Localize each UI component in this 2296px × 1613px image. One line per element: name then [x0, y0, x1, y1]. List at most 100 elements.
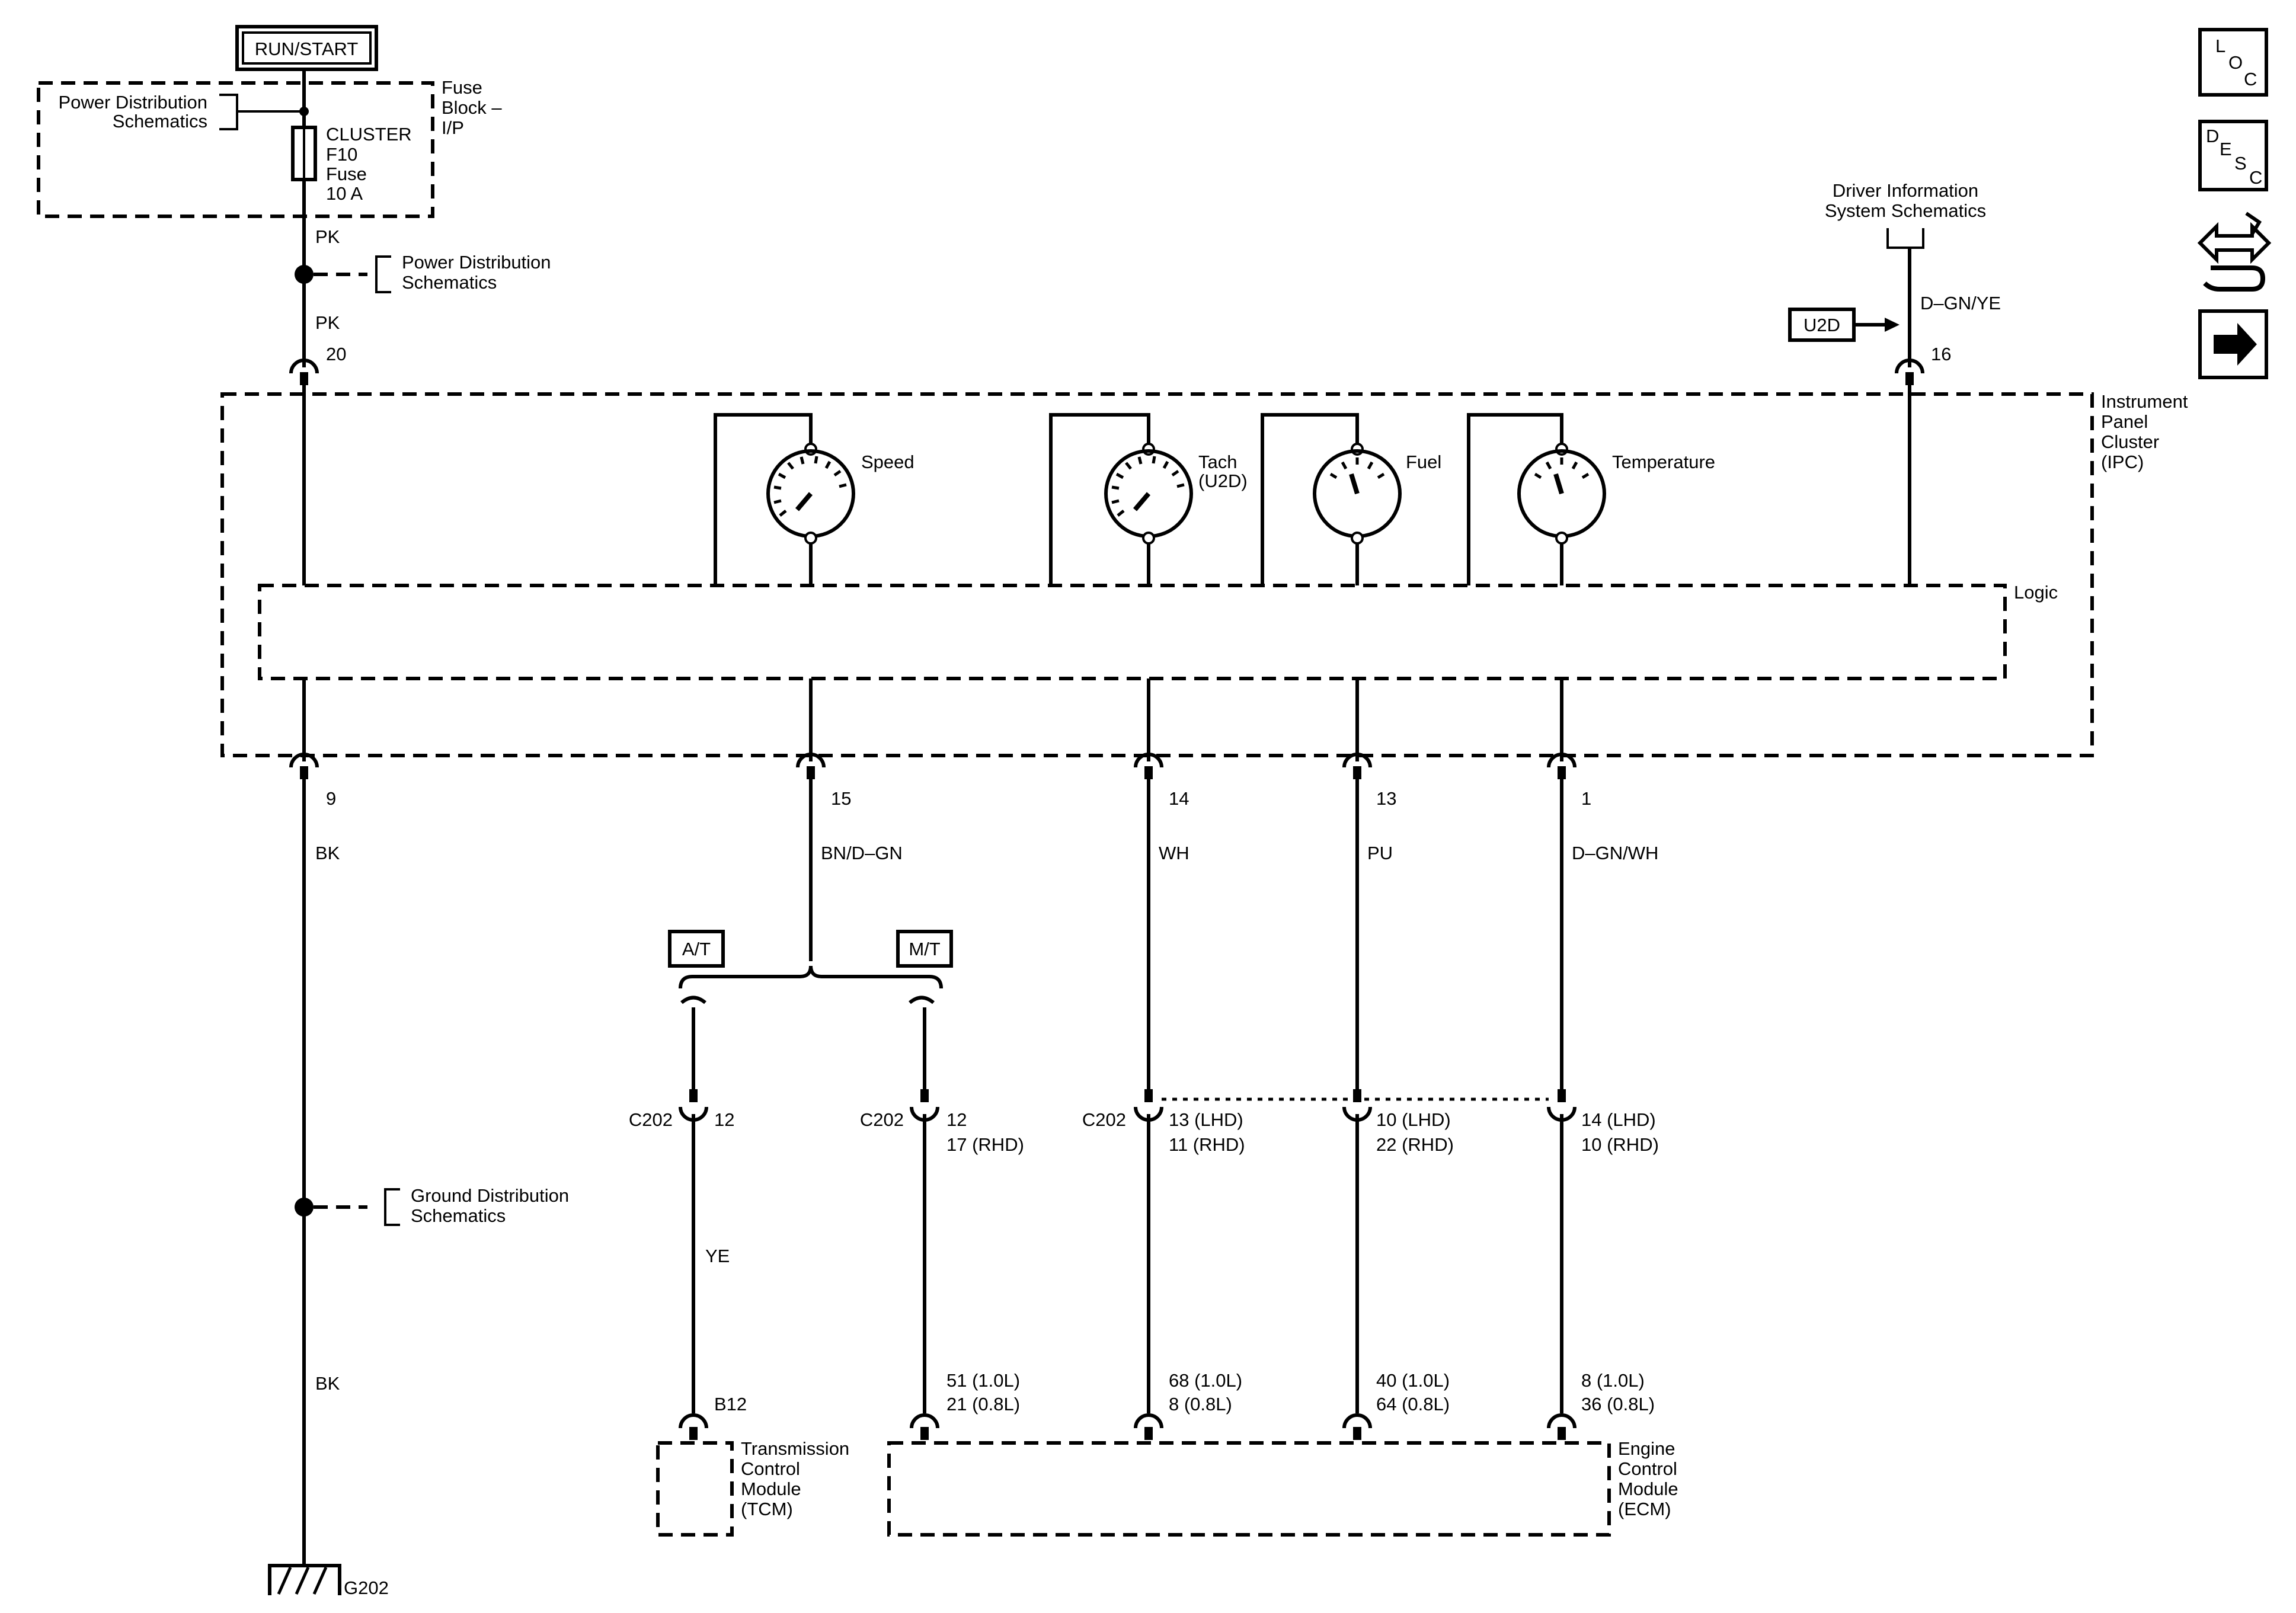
driver-info-ref-line1: Driver Information [1833, 180, 1978, 201]
connector-pin-15-icon [796, 753, 826, 768]
ecm-mt-pin-line1: 51 (1.0L) [946, 1370, 1020, 1391]
c202-tach-pin-line2: 11 (RHD) [1169, 1134, 1245, 1155]
c202-mt-label: C202 [860, 1109, 904, 1130]
logic-label: Logic [2014, 582, 2058, 603]
pin-1-label: 1 [1581, 788, 1591, 809]
tcm-label-line2: Control [741, 1458, 800, 1479]
c202-at-pin: 12 [714, 1109, 734, 1130]
fuel-circuit: 13 PU 10 (LHD) 22 (RHD) 40 (1.0L) 64 (0.… [1342, 679, 1454, 1440]
at-badge [668, 930, 725, 968]
mt-badge [896, 930, 953, 968]
c202-fuel-pin-line2: 22 (RHD) [1376, 1134, 1454, 1155]
ground-ref-line2: Schematics [411, 1205, 506, 1226]
pin-16-label: 16 [1931, 344, 1951, 364]
fuse-label-line3: Fuse [326, 164, 367, 184]
d-gn-wh-wire-label: D–GN/WH [1572, 843, 1658, 863]
tach-circuit: 14 WH C202 13 (LHD) 11 (RHD) 68 (1.0L) 8… [1082, 679, 1245, 1440]
desc-letter-c: C [2249, 167, 2262, 188]
temperature-gauge-label: Temperature [1612, 452, 1715, 472]
ecm-fuel-pin-line1: 40 (1.0L) [1376, 1370, 1450, 1391]
speed-wire-label: BN/D–GN [821, 843, 903, 863]
fuel-gauge: Fuel [1261, 413, 1441, 585]
power-distribution-ref-bracket [219, 94, 238, 130]
mt-badge-label: M/T [909, 939, 940, 959]
ecm-label-line4: (ECM) [1618, 1499, 1671, 1519]
c202-mt-pin-line1: 12 [946, 1109, 967, 1130]
at-badge-label: A/T [682, 939, 711, 959]
pu-wire-label: PU [1367, 843, 1393, 863]
desc-letter-s: S [2234, 153, 2247, 174]
tcm-label-line4: (TCM) [741, 1499, 793, 1519]
tcm-label-line3: Module [741, 1478, 801, 1499]
tach-gauge: Tach (U2D) [1049, 413, 1248, 585]
bk-wire-label-top: BK [315, 843, 340, 863]
tach-gauge-label-line2: (U2D) [1198, 471, 1248, 491]
ecm-mt-pin-line2: 21 (0.8L) [946, 1394, 1020, 1414]
option-split-bracket [679, 965, 943, 989]
ipc-box [220, 392, 2094, 757]
connector-pin-16-icon [1895, 359, 1924, 374]
c202-tach-label: C202 [1082, 1109, 1126, 1130]
ipc-label-line4: (IPC) [2101, 452, 2144, 472]
tcm-pin-icon [679, 1413, 708, 1429]
ecm-fuel-pin-icon [1342, 1413, 1372, 1429]
ipc-label-line1: Instrument [2101, 391, 2188, 412]
tach-gauge-label-line1: Tach [1198, 452, 1237, 472]
ecm-tach-pin-line2: 8 (0.8L) [1169, 1394, 1232, 1414]
loc-letter-o: O [2228, 52, 2243, 73]
run-start-box: RUN/START [235, 25, 378, 71]
desc-button[interactable]: D E S C [2198, 120, 2268, 191]
ecm-fuel-pin-line2: 64 (0.8L) [1376, 1394, 1450, 1414]
power-distribution-ref-line1: Power Distribution [58, 92, 207, 113]
u2d-badge-label: U2D [1803, 315, 1840, 335]
c202-temp-pin-line2: 10 (RHD) [1581, 1134, 1659, 1155]
ecm-temp-pin-line2: 36 (0.8L) [1581, 1394, 1655, 1414]
connector-pin-1-icon [1547, 753, 1576, 768]
ground-symbol-icon [268, 1564, 341, 1595]
pk-wire-label-bottom: PK [315, 312, 340, 333]
pin-14-label: 14 [1169, 788, 1189, 809]
c202-fuel-pin-line1: 10 (LHD) [1376, 1109, 1451, 1130]
speed-gauge: Speed [714, 413, 914, 585]
ecm-tach-pin-icon [1134, 1413, 1163, 1429]
connector-pin-9-icon [289, 753, 319, 768]
ecm-label-line3: Module [1618, 1478, 1678, 1499]
splice-power-ref-line1: Power Distribution [402, 252, 551, 273]
ground-circuit: 9 BK Ground Distribution Schematics BK G… [268, 679, 569, 1598]
fuse-block-label-line3: I/P [442, 117, 464, 138]
driver-info-ref: Driver Information System Schematics D–G… [1788, 180, 2001, 585]
ecm-module: Engine Control Module (ECM) [887, 1438, 1678, 1537]
connector-pin-13-icon [1342, 753, 1372, 768]
driver-info-wire-label: D–GN/YE [1920, 293, 2001, 313]
tcm-module: Transmission Control Module (TCM) [656, 1438, 849, 1537]
speed-gauge-label: Speed [861, 452, 914, 472]
pin-13-label: 13 [1376, 788, 1396, 809]
fuse-block-label-line2: Block – [442, 97, 502, 118]
c202-at-label: C202 [629, 1109, 673, 1130]
pin-15-label: 15 [831, 788, 851, 809]
ecm-temp-pin-line1: 8 (1.0L) [1581, 1370, 1645, 1391]
splice-dot-ground [295, 1198, 314, 1217]
fuel-gauge-label: Fuel [1406, 452, 1441, 472]
logic-box [258, 584, 2007, 680]
pk-wire-label-top: PK [315, 226, 340, 247]
power-distribution-ref-line2: Schematics [113, 111, 207, 132]
ecm-temp-pin-icon [1547, 1413, 1576, 1429]
pin-20-label: 20 [326, 344, 346, 364]
loc-letter-l: L [2215, 36, 2225, 56]
loc-button[interactable]: L O C [2198, 28, 2268, 97]
connector-pin-20-icon [289, 359, 319, 374]
feed-junction-dot [299, 107, 309, 116]
wh-wire-label: WH [1159, 843, 1189, 863]
next-page-button[interactable] [2198, 309, 2268, 379]
driver-info-ref-line2: System Schematics [1825, 200, 1986, 221]
ground-ref-line1: Ground Distribution [411, 1185, 569, 1206]
splice-power-ref-line2: Schematics [402, 272, 497, 293]
right-arrow-icon [2214, 323, 2257, 366]
connector-wrench-icon[interactable] [2197, 212, 2272, 292]
splice-dot-power [295, 265, 314, 284]
desc-letter-e: E [2220, 139, 2232, 159]
ecm-mt-pin-icon [910, 1413, 939, 1429]
fuse-label-line2: F10 [326, 144, 357, 165]
